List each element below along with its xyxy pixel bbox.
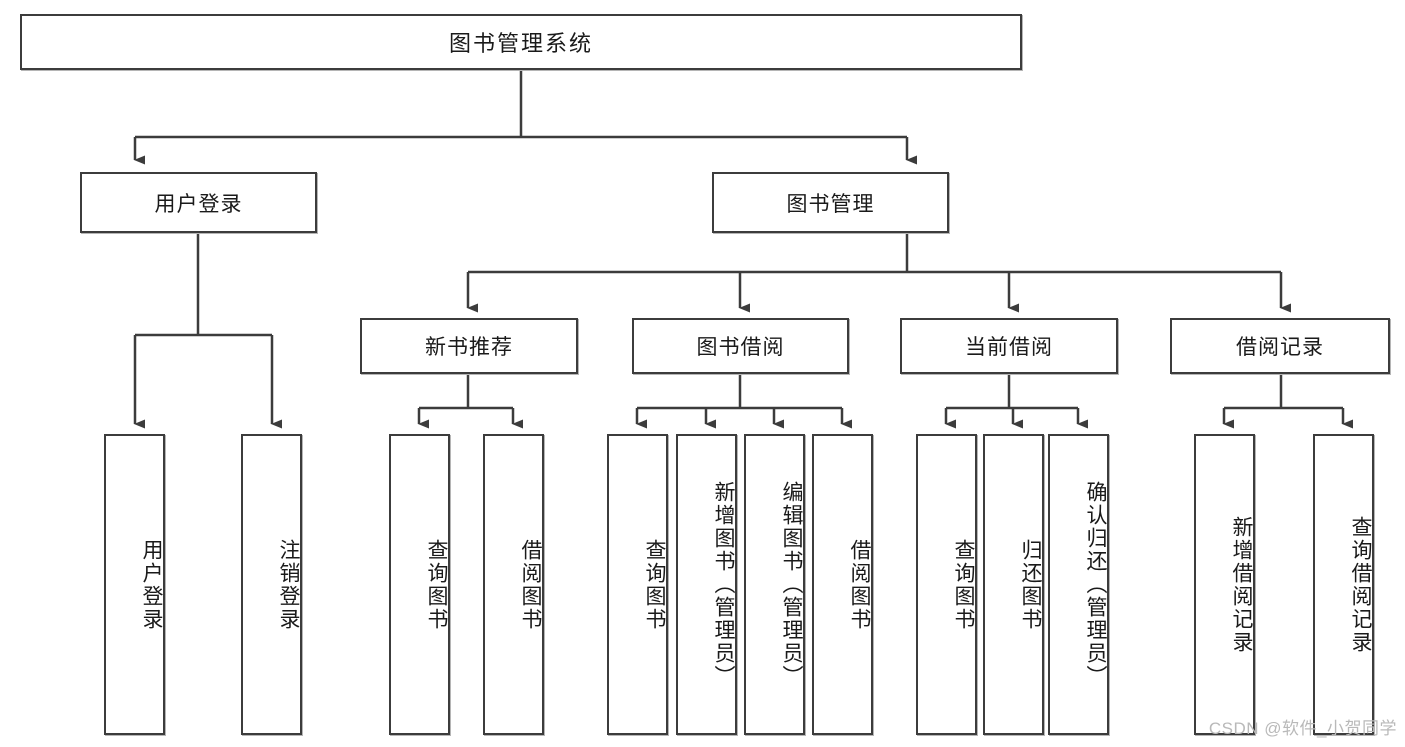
node-leaf-confirm-return[interactable]: 确认归还（管理员） xyxy=(1048,434,1109,735)
node-current-borrow[interactable]: 当前借阅 xyxy=(900,318,1118,374)
node-leaf-logout[interactable]: 注销登录 xyxy=(241,434,302,735)
node-new-book-recommend[interactable]: 新书推荐 xyxy=(360,318,578,374)
node-book-borrow[interactable]: 图书借阅 xyxy=(632,318,849,374)
node-leaf-query-book-3[interactable]: 查询图书 xyxy=(916,434,977,735)
node-leaf-user-login[interactable]: 用户登录 xyxy=(104,434,165,735)
node-leaf-query-book-1[interactable]: 查询图书 xyxy=(389,434,450,735)
node-root[interactable]: 图书管理系统 xyxy=(20,14,1022,70)
node-leaf-borrow-book-1[interactable]: 借阅图书 xyxy=(483,434,544,735)
node-book-manage[interactable]: 图书管理 xyxy=(712,172,949,233)
node-user-login[interactable]: 用户登录 xyxy=(80,172,317,233)
node-leaf-add-book[interactable]: 新增图书（管理员） xyxy=(676,434,737,735)
node-leaf-borrow-book-2[interactable]: 借阅图书 xyxy=(812,434,873,735)
node-leaf-query-record[interactable]: 查询借阅记录 xyxy=(1313,434,1374,735)
node-borrow-record[interactable]: 借阅记录 xyxy=(1170,318,1390,374)
watermark: CSDN @软件_小贺同学 xyxy=(1208,719,1397,738)
node-leaf-return-book[interactable]: 归还图书 xyxy=(983,434,1044,735)
node-leaf-add-record[interactable]: 新增借阅记录 xyxy=(1194,434,1255,735)
node-leaf-query-book-2[interactable]: 查询图书 xyxy=(607,434,668,735)
node-leaf-edit-book[interactable]: 编辑图书（管理员） xyxy=(744,434,805,735)
